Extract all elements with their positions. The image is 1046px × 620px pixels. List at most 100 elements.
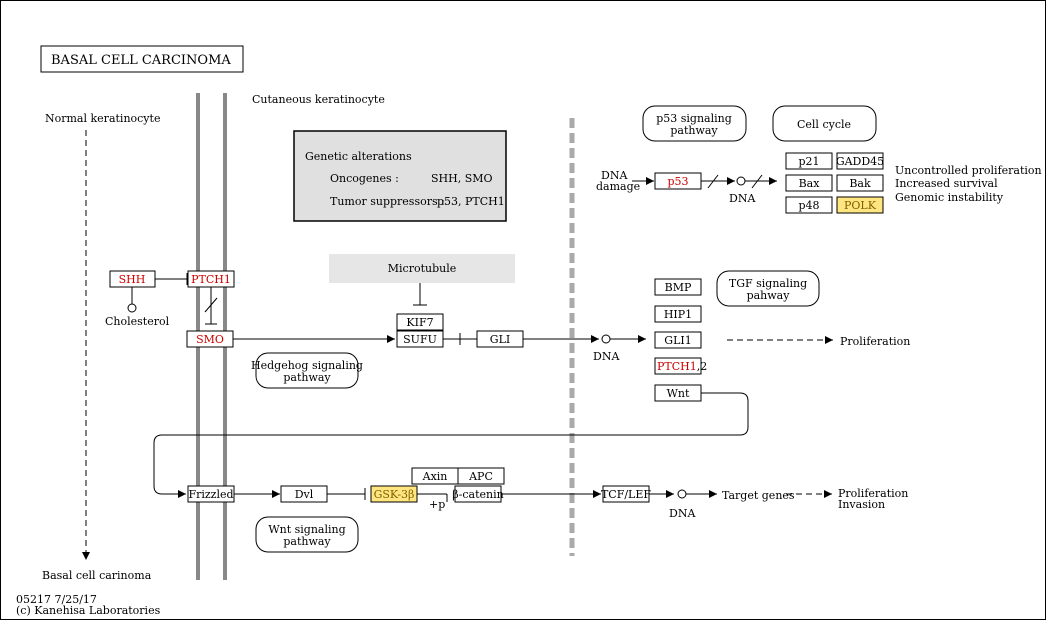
svg-text:Bax: Bax xyxy=(799,177,821,190)
svg-text:Genetic alterations: Genetic alterations xyxy=(305,150,412,163)
svg-text:Microtubule: Microtubule xyxy=(388,262,456,275)
svg-text:Hedgehog signaling: Hedgehog signaling xyxy=(251,359,363,372)
pathway-wnt[interactable]: Wnt signaling pathway xyxy=(255,516,359,553)
pathway-p53[interactable]: p53 signaling pathway xyxy=(642,105,747,142)
dna-damage-label-1: DNA xyxy=(601,169,628,182)
svg-text:GLI1: GLI1 xyxy=(664,334,691,347)
node-gadd45[interactable]: GADD45 xyxy=(836,152,884,170)
dna-mid-label: DNA xyxy=(593,350,620,363)
svg-text:SUFU: SUFU xyxy=(403,333,437,346)
svg-text:Tumor suppressors :: Tumor suppressors : xyxy=(330,195,445,208)
svg-text:PTCH1,2: PTCH1,2 xyxy=(657,360,707,373)
svg-text:pathway: pathway xyxy=(670,124,718,137)
svg-text:p48: p48 xyxy=(798,199,819,212)
node-gsk3b[interactable]: GSK-3β xyxy=(370,485,418,503)
normal-keratinocyte-label: Normal keratinocyte xyxy=(45,112,160,125)
node-ptch1[interactable]: PTCH1 xyxy=(187,270,235,288)
node-apc[interactable]: APC xyxy=(457,467,505,485)
svg-text:GSK-3β: GSK-3β xyxy=(374,488,415,501)
node-wnt[interactable]: Wnt xyxy=(654,384,702,402)
svg-text:Oncogenes :: Oncogenes : xyxy=(330,172,399,185)
node-dvl[interactable]: Dvl xyxy=(280,485,328,503)
svg-text:PTCH1: PTCH1 xyxy=(191,273,231,286)
node-smo[interactable]: SMO xyxy=(186,330,234,348)
cholesterol-node xyxy=(127,303,137,313)
node-p48[interactable]: p48 xyxy=(785,196,833,214)
node-ptch12[interactable]: PTCH1,2 xyxy=(654,357,707,375)
node-bax[interactable]: Bax xyxy=(785,174,833,192)
node-microtubule[interactable]: Microtubule xyxy=(329,254,515,283)
svg-text:pathway: pathway xyxy=(283,371,331,384)
node-polk[interactable]: POLK xyxy=(836,196,884,214)
node-hip1[interactable]: HIP1 xyxy=(654,305,702,323)
svg-text:GADD45: GADD45 xyxy=(836,155,884,168)
svg-text:BMP: BMP xyxy=(665,281,692,294)
node-axin[interactable]: Axin xyxy=(411,467,459,485)
outcome-1: Uncontrolled proliferation xyxy=(895,164,1042,177)
node-bmp[interactable]: BMP xyxy=(654,278,702,296)
dna-damage-label-2: damage xyxy=(596,180,640,193)
cutaneous-keratinocyte-label: Cutaneous keratinocyte xyxy=(252,93,385,106)
node-sufu[interactable]: SUFU xyxy=(396,330,444,348)
dna-bottom-node xyxy=(677,489,687,499)
svg-text:SMO: SMO xyxy=(196,333,224,346)
svg-text:Axin: Axin xyxy=(422,470,448,483)
svg-text:p21: p21 xyxy=(798,155,819,168)
svg-text:p53 signaling: p53 signaling xyxy=(656,112,732,125)
dna-bottom-label: DNA xyxy=(669,507,696,520)
svg-text:Wnt: Wnt xyxy=(667,387,690,400)
svg-text:GLI: GLI xyxy=(490,333,510,346)
node-bcatenin[interactable]: β-catenin xyxy=(452,485,504,503)
node-gli[interactable]: GLI xyxy=(476,330,524,348)
phosphorylation-label: +p xyxy=(429,498,445,511)
svg-text:Cell cycle: Cell cycle xyxy=(797,118,851,131)
proliferation-label: Proliferation xyxy=(840,335,910,348)
outcome-3: Genomic instability xyxy=(895,191,1004,204)
pathway-tgf[interactable]: TGF signaling pahway xyxy=(716,270,820,307)
svg-text:pahway: pahway xyxy=(747,289,791,302)
svg-text:pathway: pathway xyxy=(283,535,331,548)
svg-text:TCF/LEF: TCF/LEF xyxy=(601,488,651,501)
dna-top-node xyxy=(736,176,746,186)
cholesterol-label: Cholesterol xyxy=(105,315,170,328)
invasion-label: Invasion xyxy=(838,498,885,511)
page-title: BASAL CELL CARCINOMA xyxy=(40,45,244,73)
node-shh[interactable]: SHH xyxy=(109,270,156,288)
svg-text:TGF signaling: TGF signaling xyxy=(729,277,807,290)
node-frizzled[interactable]: Frizzled xyxy=(187,485,235,503)
dna-top-label: DNA xyxy=(729,192,756,205)
genetic-alterations-panel: Genetic alterations Oncogenes : SHH, SMO… xyxy=(293,130,507,222)
wnt-loop-arrow xyxy=(153,392,749,498)
proliferation2-label: Proliferation xyxy=(838,487,908,500)
footer-code: 05217 7/25/17 xyxy=(16,593,97,606)
svg-text:HIP1: HIP1 xyxy=(664,308,692,321)
svg-text:p53: p53 xyxy=(667,175,688,188)
svg-text:Frizzled: Frizzled xyxy=(188,488,233,501)
target-genes-label: Target genes xyxy=(722,489,795,502)
svg-text:Dvl: Dvl xyxy=(295,488,314,501)
dna-mid-node xyxy=(601,334,611,344)
node-tcflef[interactable]: TCF/LEF xyxy=(601,485,651,503)
svg-text:KIF7: KIF7 xyxy=(406,316,433,329)
svg-text:BASAL CELL CARCINOMA: BASAL CELL CARCINOMA xyxy=(51,53,231,68)
footer-copyright: (c) Kanehisa Laboratories xyxy=(16,604,161,617)
svg-text:SHH: SHH xyxy=(119,273,146,286)
svg-text:APC: APC xyxy=(468,470,493,483)
basal-cell-label: Basal cell carinoma xyxy=(42,569,152,582)
svg-text:p53, PTCH1: p53, PTCH1 xyxy=(437,195,505,208)
svg-text:Bak: Bak xyxy=(849,177,871,190)
node-p21[interactable]: p21 xyxy=(785,152,833,170)
pathway-hedgehog[interactable]: Hedgehog signaling pathway xyxy=(251,352,363,389)
node-kif7[interactable]: KIF7 xyxy=(396,313,444,331)
pathway-cellcycle[interactable]: Cell cycle xyxy=(772,105,877,142)
svg-text:Wnt signaling: Wnt signaling xyxy=(268,523,345,536)
node-p53[interactable]: p53 xyxy=(654,172,702,190)
svg-text:POLK: POLK xyxy=(844,199,877,212)
node-bak[interactable]: Bak xyxy=(836,174,884,192)
outcome-2: Increased survival xyxy=(895,177,998,190)
svg-text:SHH, SMO: SHH, SMO xyxy=(431,172,493,185)
node-gli1[interactable]: GLI1 xyxy=(654,331,702,349)
